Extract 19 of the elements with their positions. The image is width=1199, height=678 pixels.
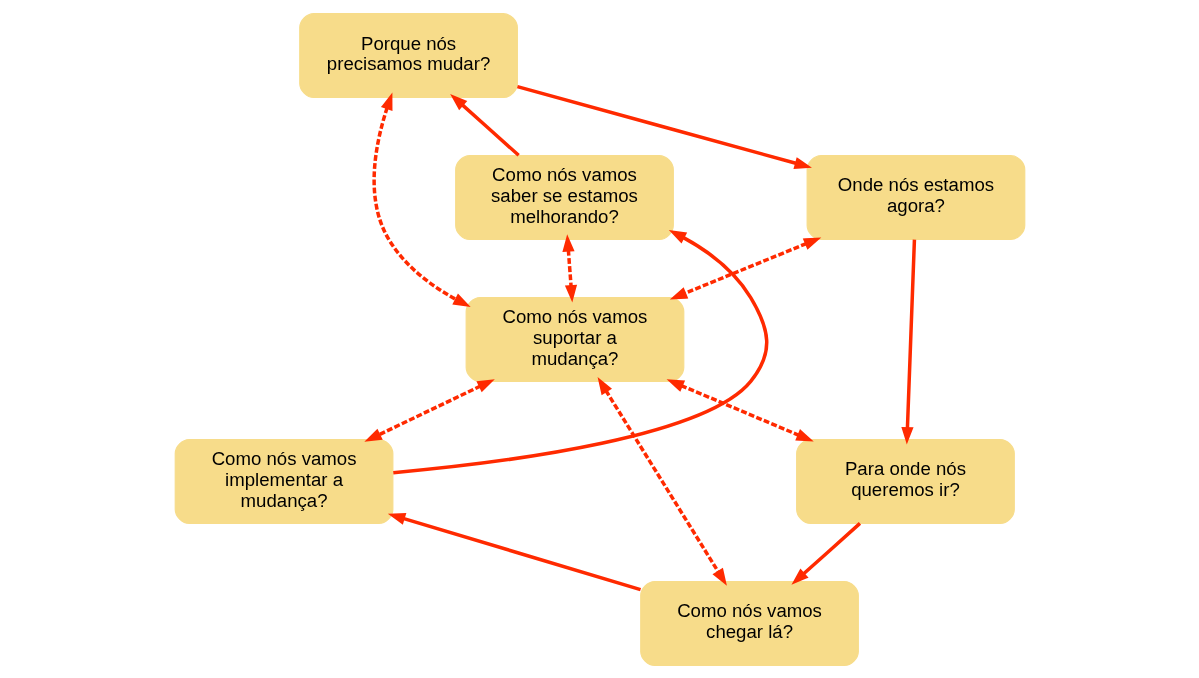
arrow	[790, 521, 861, 585]
arrow	[363, 378, 495, 442]
node-box: Para onde nós queremos ir?	[795, 438, 1015, 524]
arrow	[561, 233, 577, 303]
arrow	[371, 92, 471, 307]
arrow	[669, 236, 821, 299]
node-box: Porque nós precisamos mudar?	[298, 12, 518, 98]
node-box: Como nós vamos suportar a mudança?	[465, 296, 684, 382]
arrow	[900, 239, 916, 445]
arrow	[387, 512, 641, 591]
arrow	[666, 378, 814, 442]
node-box: Como nós vamos saber se estamos melhorando?	[454, 154, 674, 240]
node-box: Onde nós estamos agora?	[806, 154, 1025, 240]
node-box: Como nós vamos implementar a mudança?	[174, 438, 393, 524]
arrow	[392, 229, 768, 474]
arrow	[516, 84, 812, 169]
arrow	[597, 376, 727, 586]
node-box: Como nós vamos chegar lá?	[639, 580, 859, 666]
arrow	[449, 93, 520, 157]
